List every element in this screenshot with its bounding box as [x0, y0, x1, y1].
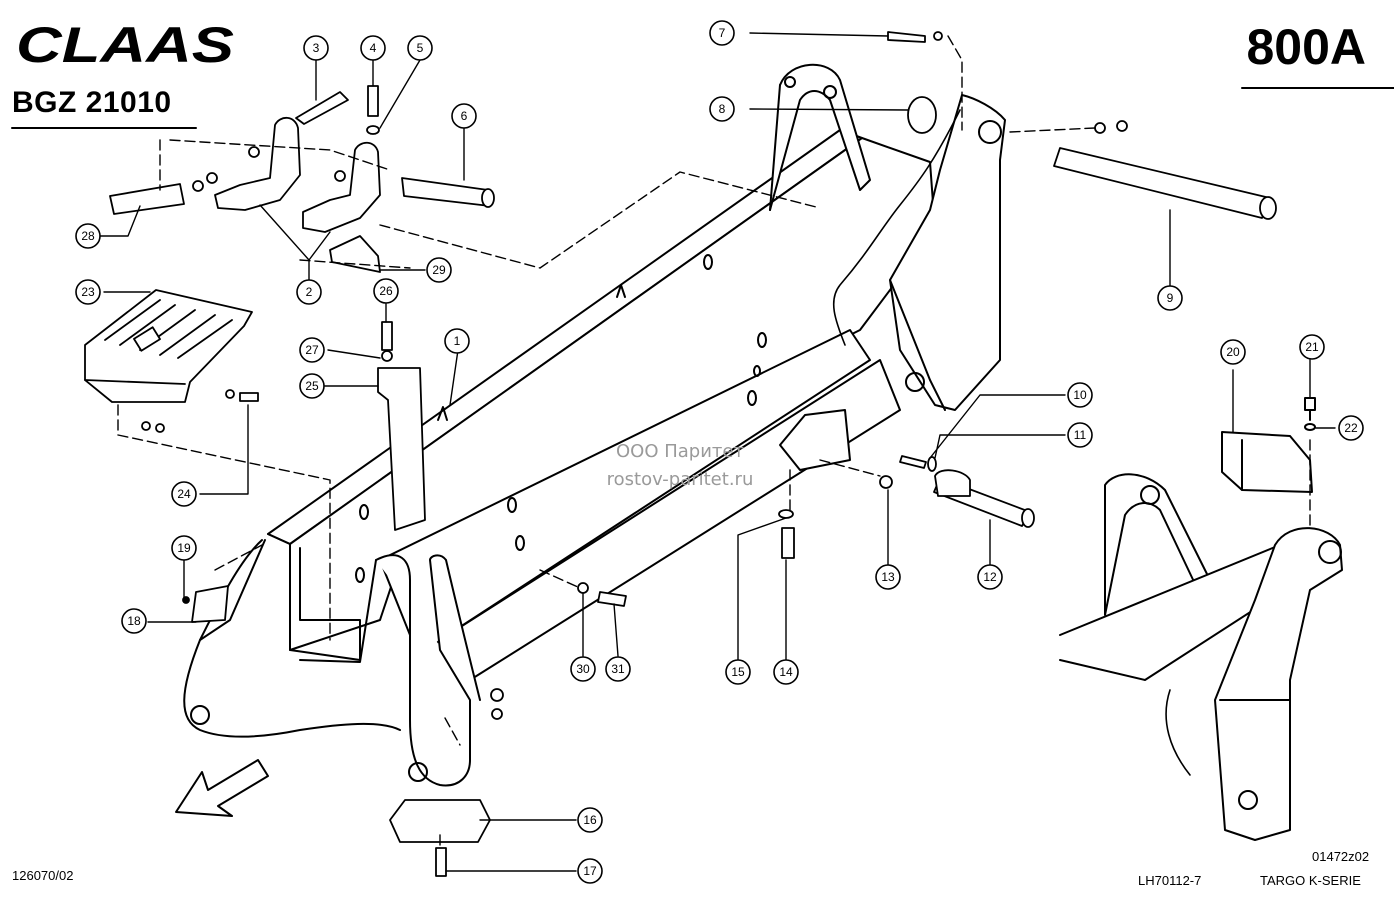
callout-9: 9 — [1167, 291, 1174, 305]
callout-21: 21 — [1305, 340, 1319, 354]
watermark: ООО Паритет rostov-paritet.ru — [560, 438, 800, 494]
callout-22: 22 — [1344, 421, 1358, 435]
series-label: TARGO K-SERIE — [1260, 873, 1361, 888]
callout-29: 29 — [432, 263, 446, 277]
callout-3: 3 — [313, 41, 320, 55]
callout-14: 14 — [779, 665, 793, 679]
callout-25: 25 — [305, 379, 319, 393]
watermark-line-1: ООО Паритет — [616, 441, 744, 462]
side-frame-assembly — [1059, 397, 1343, 841]
callout-12: 12 — [983, 570, 997, 584]
callout-8: 8 — [719, 102, 726, 116]
assembly-lines — [117, 35, 1311, 851]
callout-13: 13 — [881, 570, 895, 584]
callout-26: 26 — [379, 284, 393, 298]
group-code: BGZ 21010 — [12, 86, 172, 119]
callout-11: 11 — [1074, 428, 1087, 442]
callout-2: 2 — [306, 285, 313, 299]
callout-31: 31 — [611, 662, 625, 676]
callout-19: 19 — [177, 541, 191, 555]
footer-left-code: 126070/02 — [12, 868, 74, 883]
callout-16: 16 — [583, 813, 597, 827]
callout-27: 27 — [305, 343, 319, 357]
brand-logo: CLAAS — [16, 20, 234, 70]
document-code: LH70112-7 — [1138, 873, 1202, 888]
callout-24: 24 — [177, 487, 191, 501]
arrow-front-icon — [175, 759, 269, 817]
callout-10: 10 — [1073, 388, 1087, 402]
leader-lines — [99, 32, 1336, 872]
boom-frame — [183, 63, 1006, 787]
watermark-line-2: rostov-paritet.ru — [606, 469, 754, 490]
callout-17: 17 — [583, 864, 597, 878]
brand-logo-text: CLAAS — [16, 20, 234, 70]
callout-23: 23 — [81, 285, 95, 299]
callout-15: 15 — [731, 665, 745, 679]
callout-28: 28 — [81, 229, 95, 243]
callout-6: 6 — [461, 109, 468, 123]
callout-4: 4 — [370, 41, 377, 55]
callout-30: 30 — [576, 662, 590, 676]
callout-18: 18 — [127, 614, 141, 628]
callout-7: 7 — [719, 26, 726, 40]
callout-circles — [75, 20, 1364, 884]
page-code: 800A — [1246, 19, 1366, 75]
callout-20: 20 — [1226, 345, 1240, 359]
small-parts — [84, 31, 1277, 877]
callout-5: 5 — [417, 41, 424, 55]
drawing-code: 01472z02 — [1312, 849, 1370, 864]
callout-1: 1 — [454, 334, 461, 348]
